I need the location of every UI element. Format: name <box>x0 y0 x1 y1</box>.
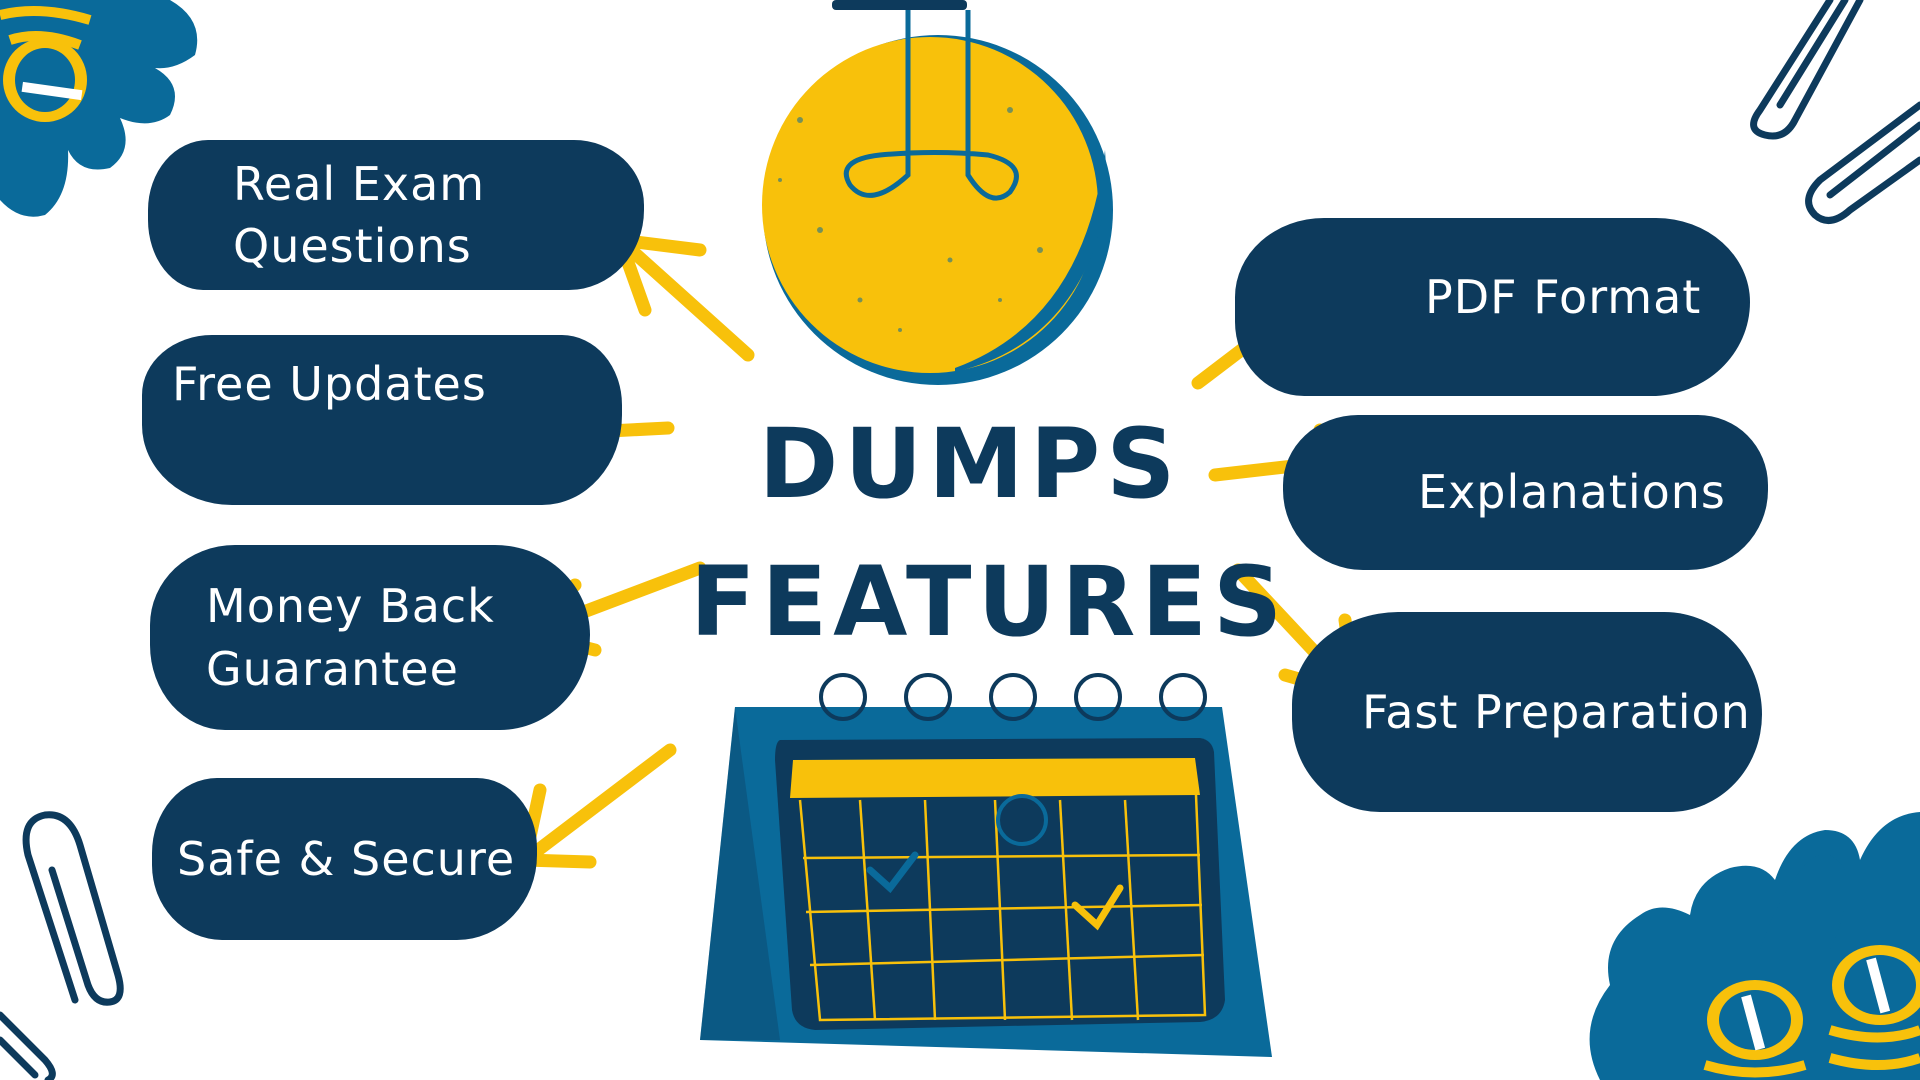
feature-label-line: Questions <box>233 219 472 273</box>
coin-stack-icon <box>0 6 92 122</box>
feature-label-line: Real Exam <box>233 156 486 211</box>
feature-free-updates: Free Updates <box>142 335 622 505</box>
feature-money-back-guarantee: Money Back Guarantee <box>150 545 590 730</box>
feature-label-line: Guarantee <box>206 641 459 696</box>
feature-label: Fast Preparation <box>1362 684 1751 739</box>
feature-label: Explanations <box>1418 465 1726 520</box>
feature-label-line: Money Back <box>206 579 495 634</box>
feature-label: PDF Format <box>1425 270 1702 324</box>
feature-label: Safe & Secure <box>177 831 516 886</box>
feature-explanations: Explanations <box>1283 415 1768 570</box>
paperclip-icon <box>1750 0 1920 224</box>
feature-label: Free Updates <box>172 357 487 411</box>
coin-stack-icon <box>1703 945 1920 1078</box>
title-line-features: FEATURES <box>690 546 1289 658</box>
paperclip-icon <box>0 811 124 1080</box>
feature-pdf-format: PDF Format <box>1235 218 1750 396</box>
feature-label: Money Back Guarantee <box>206 575 495 699</box>
feature-safe-secure: Safe & Secure <box>152 778 537 940</box>
feature-fast-preparation: Fast Preparation <box>1292 612 1762 812</box>
title-line-dumps: DUMPS <box>758 408 1182 520</box>
feature-label: Real Exam Questions <box>233 153 485 277</box>
feature-real-exam-questions: Real Exam Questions <box>148 140 644 290</box>
flower-icon <box>1589 812 1920 1080</box>
page-title: DUMPS FEATURES <box>690 395 1289 671</box>
calendar-icon <box>700 673 1272 1057</box>
lightbulb-icon <box>762 0 1113 385</box>
